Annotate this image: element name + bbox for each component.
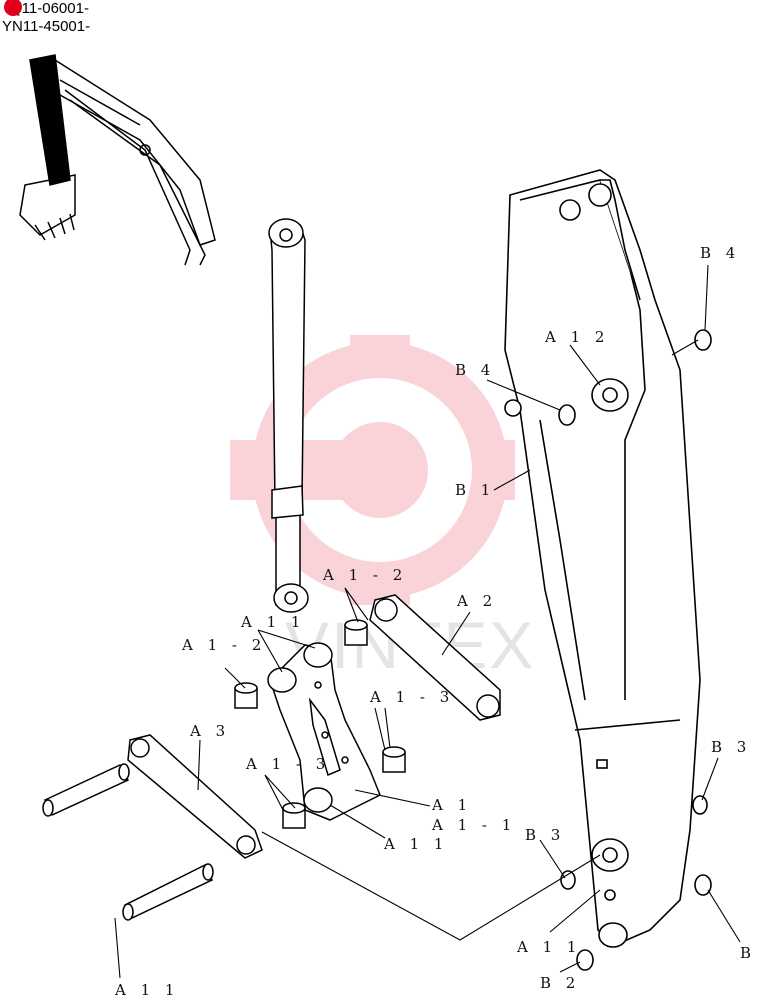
callout-a3: A 3 (189, 722, 230, 740)
callout-a1-2-left: A 1 - 2 (181, 636, 266, 654)
callout-b1: B 1 (455, 481, 495, 499)
boom-body (504, 169, 701, 948)
callout-b2-bottom: B 2 (540, 974, 580, 992)
callout-b4-left: B 4 (455, 361, 495, 379)
callout-a1-1: A 1 - 1 (431, 816, 516, 834)
link-a2 (369, 594, 501, 721)
callout-a1-3: A 1 - 3 (369, 688, 454, 706)
serial-text-1: Q11-06001- (10, 0, 89, 17)
watermark-logo-icon (230, 335, 515, 605)
callout-a11-mid: A 1 1 (383, 835, 448, 853)
callout-b4-right: B 4 (700, 244, 740, 262)
callout-a1-2-top: A 1 - 2 (322, 566, 407, 584)
leader-lines (114, 264, 741, 979)
callout-a1: A 1 (431, 796, 472, 814)
snap-rings (558, 329, 712, 971)
callout-a11-top: A 1 1 (240, 613, 305, 631)
callout-a11-pin: A 1 1 (114, 981, 179, 999)
callout-a1-3-bottom: A 1 - 3 (245, 755, 330, 773)
callout-a11-boom: A 1 1 (516, 938, 581, 956)
marker-dot-icon (4, 0, 22, 16)
pins (42, 763, 214, 921)
callout-b3-left: B 3 (525, 826, 565, 844)
callout-b2-right: B 2 (740, 944, 764, 962)
callout-b3-right: B 3 (711, 738, 751, 756)
link-a3 (127, 734, 263, 859)
callout-a12: A 1 2 (544, 328, 609, 346)
link-a1 (267, 642, 381, 821)
serial-range-2: YN11-45001- (2, 18, 91, 35)
excavator-thumbnail (19, 54, 216, 266)
hydraulic-cylinder (268, 218, 309, 613)
serial-range-1: Q11-06001- (4, 0, 89, 17)
bushings (234, 619, 406, 829)
callout-a2: A 2 (456, 592, 497, 610)
